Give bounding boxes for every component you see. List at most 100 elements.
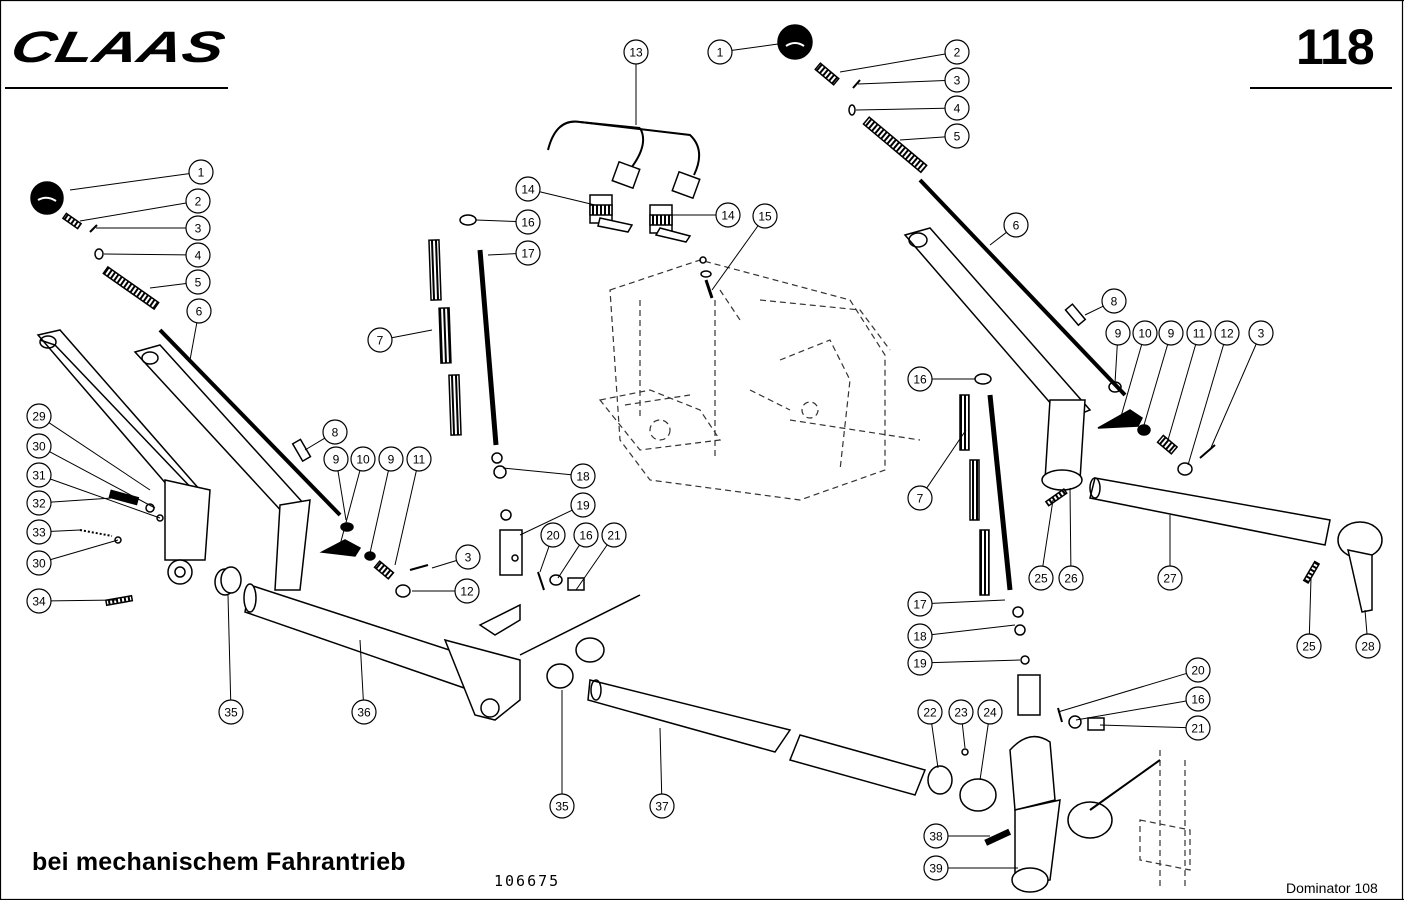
callout-number: 10	[356, 453, 370, 467]
callout-left-11: 11	[394, 446, 432, 566]
callout-right-25: 25	[1028, 499, 1054, 591]
callout-right-2: 2	[839, 39, 970, 73]
callout-circle	[322, 419, 348, 445]
callout-leader-line	[931, 659, 1021, 664]
callout-leader-line	[961, 723, 966, 749]
callout-number: 25	[1034, 572, 1048, 586]
callout-number: 34	[32, 595, 46, 609]
callout-leader-line	[839, 53, 946, 73]
callout-center-18: 18	[502, 463, 596, 489]
callout-number: 9	[388, 453, 395, 467]
callout-leader-line	[103, 253, 187, 256]
callout-left-7: 7	[367, 327, 433, 353]
document-number: 106675	[494, 872, 561, 890]
callout-leader-line	[931, 723, 939, 769]
callout-center-14: 14	[672, 202, 741, 228]
callout-leader-line	[659, 727, 663, 795]
callout-center-13: 13	[623, 39, 649, 125]
callout-leader-line	[1167, 344, 1197, 441]
callout-left-9: 9	[369, 446, 404, 554]
callout-left-1: 1	[69, 159, 214, 191]
callout-circle	[185, 242, 211, 268]
callout-leader-line	[1209, 343, 1257, 451]
callout-circle	[1185, 657, 1211, 683]
callout-circle	[907, 485, 933, 511]
callout-leader-line	[502, 467, 572, 476]
callout-circle	[323, 446, 349, 472]
callout-left-29: 29	[26, 403, 151, 491]
callout-number: 30	[32, 440, 46, 454]
callout-leader-line	[227, 594, 232, 701]
callout-center-21: 21	[575, 522, 627, 591]
callout-leader-line	[926, 429, 967, 489]
callout-circle	[907, 366, 933, 392]
callout-circle	[185, 188, 211, 214]
callout-circle	[185, 269, 211, 295]
callout-center-14: 14	[515, 176, 596, 206]
callout-leader-line	[1119, 344, 1143, 421]
callout-leader-line	[855, 107, 946, 111]
callout-left-4: 4	[103, 242, 211, 268]
callout-circle	[944, 123, 970, 149]
callout-leader-line	[1057, 672, 1187, 713]
callout-circle	[351, 699, 377, 725]
callout-number: 11	[413, 453, 426, 467]
callout-circle	[188, 159, 214, 185]
callout-right-16: 16	[1075, 686, 1211, 721]
callout-number: 7	[377, 334, 384, 348]
right-lever-assembly	[777, 24, 1383, 893]
callout-number: 14	[521, 183, 535, 197]
callout-left-33: 33	[26, 519, 81, 545]
callout-left-2: 2	[79, 188, 211, 222]
callout-number: 1	[717, 46, 724, 60]
callout-circle	[1101, 288, 1127, 314]
callout-circle	[455, 544, 481, 570]
callout-circle	[26, 588, 52, 614]
callout-number: 2	[954, 46, 961, 60]
callout-number: 11	[1193, 327, 1206, 341]
callout-right-9: 9	[1105, 320, 1131, 384]
callout-leader-line	[50, 497, 113, 503]
callout-circle	[715, 202, 741, 228]
callout-right-9: 9	[1143, 320, 1184, 426]
callout-center-16: 16	[557, 522, 599, 579]
callout-circle	[601, 522, 627, 548]
callout-number: 14	[721, 209, 735, 223]
callout-center-15: 15	[711, 203, 778, 291]
callout-circle	[944, 39, 970, 65]
svg-text:CLAAS: CLAAS	[7, 23, 230, 71]
callout-right-10: 10	[1119, 320, 1158, 421]
diagram-caption: bei mechanischem Fahrantrieb	[32, 848, 406, 876]
callout-number: 22	[923, 706, 937, 720]
callout-leader-line	[149, 282, 187, 289]
callout-left-32: 32	[26, 490, 113, 516]
callout-number: 20	[546, 529, 560, 543]
callout-number: 3	[465, 551, 472, 565]
callout-right-38: 38	[923, 823, 990, 849]
callout-leader-line	[48, 422, 151, 491]
callout-number: 12	[1220, 327, 1234, 341]
callout-number: 9	[1168, 327, 1175, 341]
callout-right-24: 24	[977, 699, 1003, 781]
callout-number: 16	[579, 529, 593, 543]
callout-right-8: 8	[1084, 288, 1127, 316]
callout-right-18: 18	[907, 623, 1016, 649]
callout-number: 27	[1163, 572, 1177, 586]
callout-number: 25	[1302, 640, 1316, 654]
callout-left-3: 3	[431, 544, 481, 570]
callout-number: 15	[758, 210, 772, 224]
callout-number: 9	[1115, 327, 1122, 341]
callout-circle	[26, 462, 52, 488]
callout-number: 8	[332, 426, 339, 440]
callout-left-6: 6	[186, 298, 212, 361]
callout-circle	[917, 699, 943, 725]
callout-leader-line	[394, 470, 417, 566]
callout-leader-line	[989, 231, 1007, 246]
callout-number: 12	[460, 585, 474, 599]
callout-number: 13	[629, 46, 643, 60]
callout-leader-line	[1075, 700, 1187, 721]
callout-right-6: 6	[989, 212, 1029, 246]
callout-leader-line	[1069, 487, 1072, 567]
